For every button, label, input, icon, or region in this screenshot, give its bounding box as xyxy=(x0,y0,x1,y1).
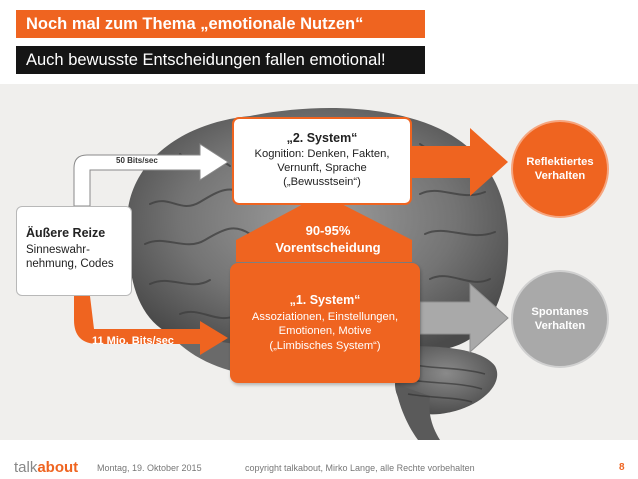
reflected-line2: Verhalten xyxy=(534,170,586,182)
external-stimuli-heading: Äußere Reize xyxy=(26,226,106,240)
system1-line3: („Limbisches System“) xyxy=(269,339,381,352)
spontaneous-line1: Spontanes xyxy=(531,306,589,318)
lower-flow-arrow xyxy=(74,296,228,355)
system2-line3: („Bewusstsein“) xyxy=(283,176,361,188)
talkabout-logo: talkabout xyxy=(14,459,78,476)
system2-line1: Kognition: Denken, Fakten, xyxy=(254,148,390,160)
system2-line2: Vernunft, Sprache xyxy=(277,162,367,174)
system2-box: „2. System“ Kognition: Denken, Fakten, V… xyxy=(232,117,412,205)
upper-flow-arrow xyxy=(73,143,229,207)
system1-box: „1. System“ Assoziationen, Einstellungen… xyxy=(230,263,420,383)
footer-copyright: copyright talkabout, Mirko Lange, alle R… xyxy=(245,463,475,473)
up-decision-arrow xyxy=(236,194,412,262)
system1-line1: Assoziationen, Einstellungen, xyxy=(251,310,399,323)
reflected-arrow xyxy=(412,128,508,196)
pre-decision-text: Vorentscheidung xyxy=(275,240,381,255)
page-number: 8 xyxy=(619,462,625,473)
logo-bold-part: about xyxy=(37,459,79,476)
slide-title: Noch mal zum Thema „emotionale Nutzen“ xyxy=(16,10,425,38)
external-stimuli-box: Äußere Reize Sinneswahr- nehmung, Codes xyxy=(16,206,132,296)
system2-heading: „2. System“ xyxy=(286,131,358,145)
footer-date: Montag, 19. Oktober 2015 xyxy=(97,463,202,473)
lower-rate-label: 11 Mio. Bits/sec xyxy=(92,335,174,347)
reflected-behavior-circle: Reflektiertes Verhalten xyxy=(511,120,609,218)
system1-line2: Emotionen, Motive xyxy=(278,325,372,337)
logo-light-part: talk xyxy=(14,459,38,476)
external-stimuli-line1: Sinneswahr- xyxy=(26,244,90,256)
system1-heading: „1. System“ xyxy=(289,293,361,307)
slide-subtitle: Auch bewusste Entscheidungen fallen emot… xyxy=(16,46,425,74)
external-stimuli-line2: nehmung, Codes xyxy=(26,258,114,270)
spontaneous-arrow xyxy=(419,282,509,354)
pre-decision-label: 90-95% Vorentscheidung xyxy=(262,222,394,256)
spontaneous-behavior-circle: Spontanes Verhalten xyxy=(511,270,609,368)
reflected-line1: Reflektiertes xyxy=(526,156,594,168)
upper-rate-label: 50 Bits/sec xyxy=(116,156,158,165)
pre-decision-percent: 90-95% xyxy=(305,223,351,238)
spontaneous-line2: Verhalten xyxy=(534,320,586,332)
